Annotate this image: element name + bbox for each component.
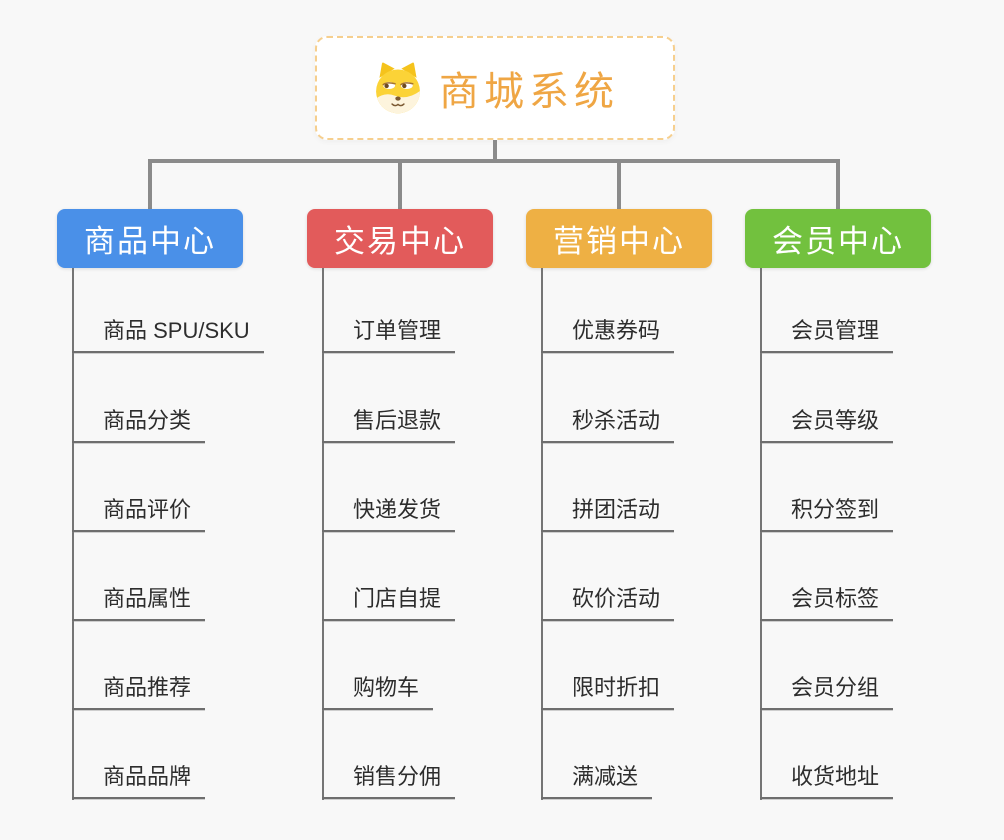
leaf-label: 会员标签 xyxy=(791,586,880,611)
branch-node-0[interactable]: 商品中心 xyxy=(57,209,243,268)
leaf-node[interactable]: 商品 SPU/SKU xyxy=(72,313,264,353)
leaf-label: 会员分组 xyxy=(791,675,880,700)
leaf-label: 会员管理 xyxy=(791,318,880,343)
leaf-label: 商品评价 xyxy=(103,497,192,522)
leaf-node[interactable]: 秒杀活动 xyxy=(541,403,675,443)
leaf-label: 商品推荐 xyxy=(103,675,192,700)
branch-node-1[interactable]: 交易中心 xyxy=(307,209,493,268)
leaf-node[interactable]: 会员分组 xyxy=(760,670,894,710)
branch-node-3[interactable]: 会员中心 xyxy=(745,209,931,268)
leaf-node[interactable]: 限时折扣 xyxy=(541,670,675,710)
leaf-node[interactable]: 砍价活动 xyxy=(541,581,675,621)
leaf-node[interactable]: 拼团活动 xyxy=(541,492,675,532)
leaf-label: 优惠券码 xyxy=(572,318,661,343)
leaf-node[interactable]: 收货地址 xyxy=(760,759,894,799)
branch-label: 商品中心 xyxy=(84,224,216,259)
leaf-node[interactable]: 订单管理 xyxy=(322,313,456,353)
leaf-label: 快递发货 xyxy=(353,497,442,522)
root-title: 商城系统 xyxy=(439,70,619,114)
branch-node-2[interactable]: 营销中心 xyxy=(526,209,712,268)
leaf-label: 门店自提 xyxy=(353,586,442,611)
leaf-label: 拼团活动 xyxy=(572,497,661,522)
leaf-label: 砍价活动 xyxy=(572,586,661,611)
connector-bus xyxy=(148,159,840,163)
leaf-node[interactable]: 快递发货 xyxy=(322,492,456,532)
leaf-column-line xyxy=(322,268,324,800)
leaf-label: 商品属性 xyxy=(103,586,192,611)
leaf-label: 秒杀活动 xyxy=(572,408,661,433)
leaf-node[interactable]: 商品评价 xyxy=(72,492,206,532)
branch-label: 营销中心 xyxy=(553,224,685,259)
leaf-node[interactable]: 商品推荐 xyxy=(72,670,206,710)
leaf-column-line xyxy=(72,268,74,800)
leaf-node[interactable]: 积分签到 xyxy=(760,492,894,532)
branch-connector-stub-1 xyxy=(398,159,402,210)
leaf-node[interactable]: 满减送 xyxy=(541,759,653,799)
root-connector-stub xyxy=(493,140,497,163)
leaf-node[interactable]: 商品分类 xyxy=(72,403,206,443)
leaf-label: 收货地址 xyxy=(791,764,880,789)
leaf-label: 售后退款 xyxy=(353,408,442,433)
branch-label: 会员中心 xyxy=(772,224,904,259)
leaf-label: 商品品牌 xyxy=(103,764,192,789)
leaf-node[interactable]: 销售分佣 xyxy=(322,759,456,799)
leaf-node[interactable]: 会员管理 xyxy=(760,313,894,353)
branch-connector-stub-0 xyxy=(148,159,152,210)
root-node[interactable]: 商城系统 xyxy=(315,36,675,140)
leaf-label: 商品 SPU/SKU xyxy=(103,318,250,343)
leaf-node[interactable]: 优惠券码 xyxy=(541,313,675,353)
leaf-column-line xyxy=(760,268,762,800)
leaf-node[interactable]: 会员标签 xyxy=(760,581,894,621)
leaf-node[interactable]: 商品品牌 xyxy=(72,759,206,799)
leaf-node[interactable]: 商品属性 xyxy=(72,581,206,621)
branch-label: 交易中心 xyxy=(334,224,466,259)
leaf-label: 购物车 xyxy=(353,675,420,700)
leaf-node[interactable]: 售后退款 xyxy=(322,403,456,443)
leaf-label: 商品分类 xyxy=(103,408,192,433)
leaf-label: 积分签到 xyxy=(791,497,880,522)
leaf-label: 满减送 xyxy=(572,764,639,789)
leaf-node[interactable]: 门店自提 xyxy=(322,581,456,621)
leaf-label: 会员等级 xyxy=(791,408,880,433)
leaf-label: 限时折扣 xyxy=(572,675,661,700)
leaf-label: 订单管理 xyxy=(353,318,442,343)
leaf-node[interactable]: 购物车 xyxy=(322,670,434,710)
branch-connector-stub-3 xyxy=(836,159,840,210)
leaf-node[interactable]: 会员等级 xyxy=(760,403,894,443)
doge-icon xyxy=(376,62,420,114)
branch-connector-stub-2 xyxy=(617,159,621,210)
leaf-label: 销售分佣 xyxy=(353,764,442,789)
leaf-column-line xyxy=(541,268,543,800)
